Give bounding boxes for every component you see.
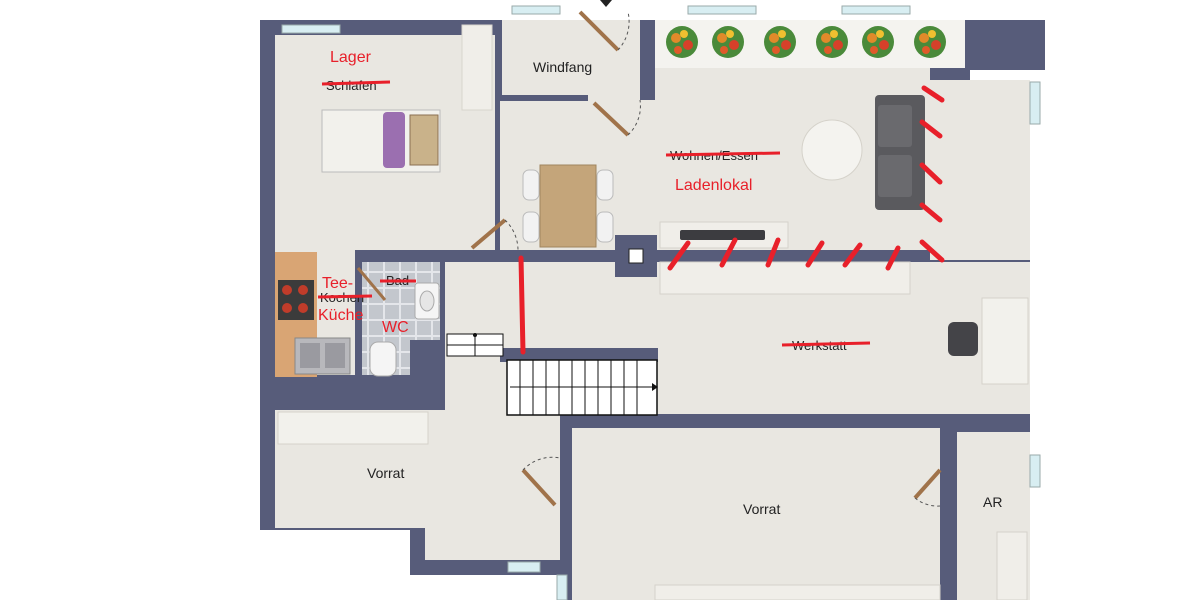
furniture bbox=[275, 24, 1029, 600]
ladenlokal-label: Ladenlokal bbox=[675, 177, 752, 194]
stairs bbox=[446, 333, 658, 416]
windfang-label: Windfang bbox=[533, 59, 592, 75]
vorrat-main-label: Vorrat bbox=[743, 501, 780, 517]
planter-plants bbox=[666, 26, 946, 58]
tee-label: Tee- bbox=[322, 275, 353, 292]
ar-label: AR bbox=[983, 494, 1002, 510]
doors bbox=[356, 0, 942, 507]
schlafen-label-struck: Schlafen bbox=[326, 78, 377, 93]
windows bbox=[281, 5, 1041, 600]
red-markup bbox=[518, 85, 945, 355]
wc-label: WC bbox=[382, 319, 409, 336]
room-labels: Lager Schlafen Windfang Wohnen/Essen Lad… bbox=[317, 49, 1002, 517]
lager-label: Lager bbox=[330, 49, 372, 66]
vorrat-left-label: Vorrat bbox=[367, 465, 404, 481]
interior-walls bbox=[275, 20, 1030, 600]
kueche-label: Küche bbox=[318, 307, 363, 324]
